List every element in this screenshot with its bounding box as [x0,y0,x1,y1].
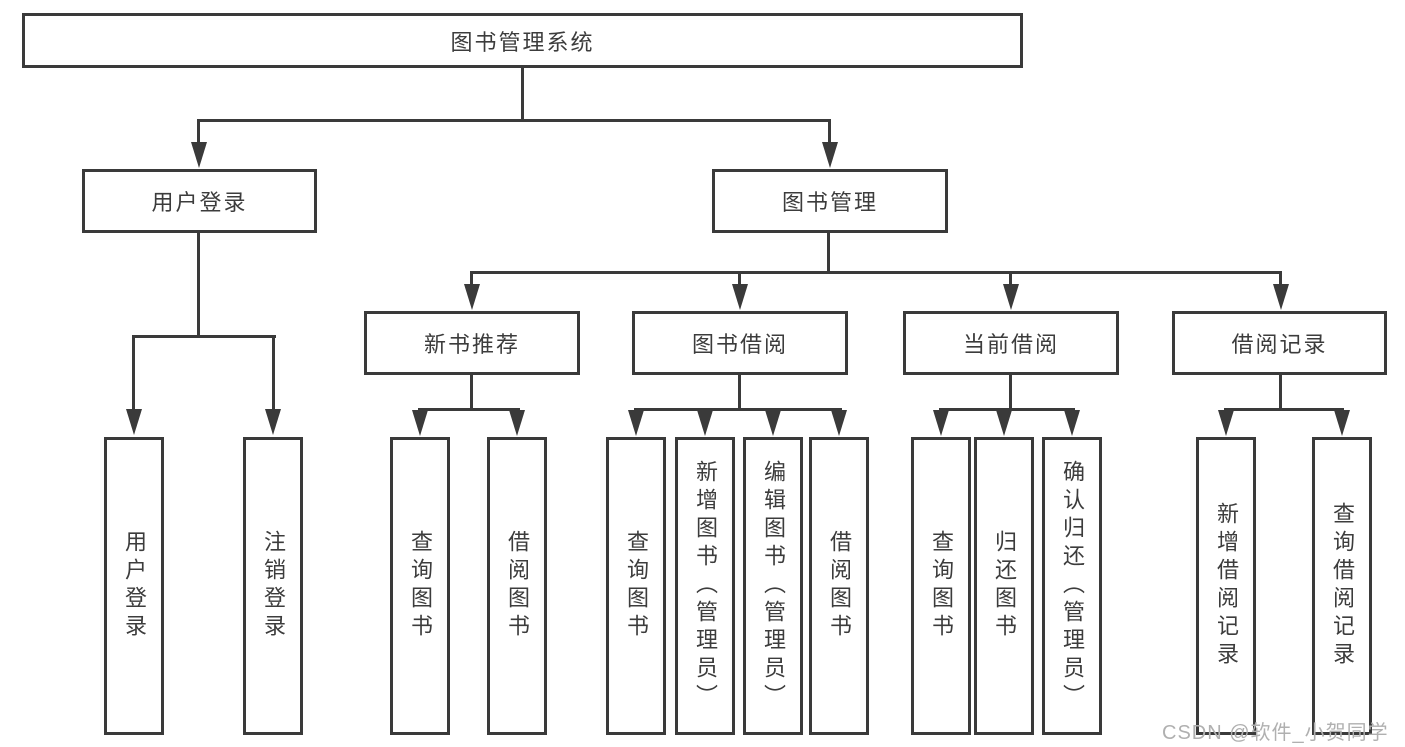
leaf-edit-book-admin: 编辑图书（管理员） [743,437,803,735]
leaf-add-book-admin: 新增图书（管理员） [675,437,735,735]
edge-borrowrecords-stem [1279,375,1282,411]
leaf-add-borrow-record: 新增借阅记录 [1196,437,1256,735]
edge-recommend-stem [470,375,473,411]
arrow-down-icon [464,284,480,310]
edge-root-rail [197,119,831,122]
edge-userlogin-rail [132,335,276,338]
arrow-down-icon [732,284,748,310]
leaf-borrow-books: 借阅图书 [809,437,869,735]
node-current-borrow: 当前借阅 [903,311,1119,375]
edge-stem-user-login [197,119,200,145]
arrow-down-icon [996,410,1012,436]
leaf-query-books-recommend: 查询图书 [390,437,450,735]
edge-stem-book-management [828,119,831,145]
node-root: 图书管理系统 [22,13,1023,68]
edge-bookmgmt-rail [470,271,1282,274]
arrow-down-icon [412,410,428,436]
edge-stem-recommend [470,271,473,287]
edge-stem-bookborrow [738,271,741,287]
arrow-down-icon [191,142,207,168]
leaf-query-books-borrow: 查询图书 [606,437,666,735]
arrow-down-icon [831,410,847,436]
node-book-management: 图书管理 [712,169,948,233]
leaf-logout: 注销登录 [243,437,303,735]
leaf-confirm-return-admin: 确认归还（管理员） [1042,437,1102,735]
csdn-watermark: CSDN @软件_小贺同学 [1162,722,1389,744]
edge-stem-leaf-logout [272,335,275,412]
arrow-down-icon [126,409,142,435]
edge-recommend-rail [418,408,520,411]
arrow-down-icon [265,409,281,435]
edge-root-stem [521,68,524,122]
arrow-down-icon [628,410,644,436]
edge-currentborrow-rail [939,408,1075,411]
leaf-borrow-books-recommend: 借阅图书 [487,437,547,735]
leaf-query-books-current: 查询图书 [911,437,971,735]
edge-bookmgmt-stem [827,233,830,274]
edge-stem-borrowrecords [1279,271,1282,287]
edge-userlogin-stem [197,233,200,337]
arrow-down-icon [822,142,838,168]
arrow-down-icon [1273,284,1289,310]
edge-borrowrecords-rail [1224,408,1344,411]
arrow-down-icon [1064,410,1080,436]
edge-currentborrow-stem [1009,375,1012,411]
edge-bookborrow-rail [634,408,842,411]
arrow-down-icon [1003,284,1019,310]
node-user-login: 用户登录 [82,169,317,233]
edge-stem-currentborrow [1009,271,1012,287]
arrow-down-icon [765,410,781,436]
leaf-return-book: 归还图书 [974,437,1034,735]
arrow-down-icon [509,410,525,436]
arrow-down-icon [697,410,713,436]
node-borrow-records: 借阅记录 [1172,311,1387,375]
node-book-borrow: 图书借阅 [632,311,848,375]
leaf-query-borrow-record: 查询借阅记录 [1312,437,1372,735]
arrow-down-icon [933,410,949,436]
leaf-user-login: 用户登录 [104,437,164,735]
edge-bookborrow-stem [738,375,741,411]
edge-stem-leaf-userlogin [132,335,135,412]
node-new-book-recommend: 新书推荐 [364,311,580,375]
arrow-down-icon [1218,410,1234,436]
arrow-down-icon [1334,410,1350,436]
